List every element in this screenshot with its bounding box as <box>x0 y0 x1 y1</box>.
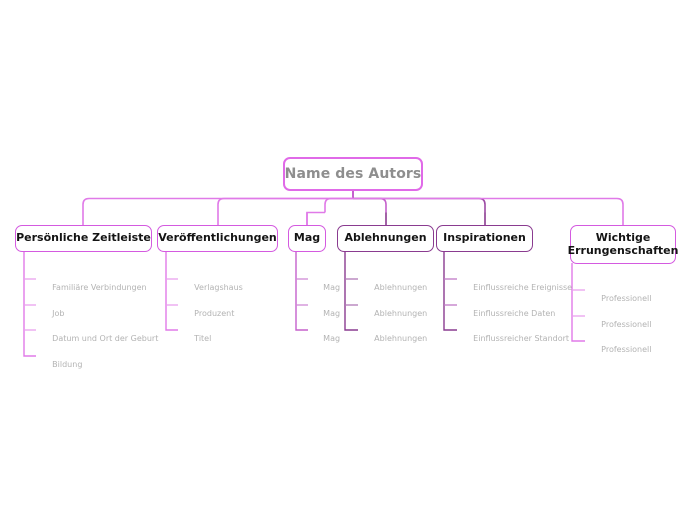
leaf-label: Familiäre Verbindungen <box>52 283 147 292</box>
bus-right-outer <box>353 197 624 213</box>
leaf-label: Datum und Ort der Geburt <box>52 334 159 343</box>
branch-label: Inspirationen <box>443 231 526 245</box>
leaf-item[interactable]: Professionell <box>591 287 652 311</box>
leaf-label: Einflussreiche Daten <box>473 309 556 318</box>
leaf-item[interactable]: Ablehnungen <box>364 302 427 326</box>
leaf-item[interactable]: Mag <box>313 327 340 351</box>
leaf-label: Ablehnungen <box>374 309 428 318</box>
leaf-item[interactable]: Ablehnungen <box>364 327 427 351</box>
branch-node-mag[interactable]: Mag <box>288 225 326 252</box>
leaf-label: Mag <box>323 283 341 292</box>
leaf-item[interactable]: Verlagshaus <box>184 276 243 300</box>
leaf-item[interactable]: Mag <box>313 276 340 300</box>
leaf-label: Ablehnungen <box>374 283 428 292</box>
spine-branch-2 <box>165 251 178 331</box>
bus-right-inner <box>353 197 486 213</box>
leaf-item[interactable]: Einflussreiche Daten <box>463 302 555 326</box>
branch-label: Ablehnungen <box>344 231 427 245</box>
branch-label: Persönliche Zeitleiste <box>16 231 151 245</box>
leaf-label: Ablehnungen <box>374 334 428 343</box>
leaf-item[interactable]: Ablehnungen <box>364 276 427 300</box>
leaf-item[interactable]: Titel <box>184 327 211 351</box>
branch-node-wichtige-errungenschaften[interactable]: Wichtige Errungenschaften <box>567 225 679 264</box>
spine-branch-3 <box>295 251 308 331</box>
leaf-label: Verlagshaus <box>194 283 243 292</box>
spine-branch-4 <box>344 251 358 331</box>
spine-branch-5 <box>443 251 457 331</box>
leaf-item[interactable]: Professionell <box>591 313 652 337</box>
branch-label: Wichtige Errungenschaften <box>567 230 679 257</box>
branch-label: Veröffentlichungen <box>158 231 277 245</box>
leaf-label: Produzent <box>194 309 235 318</box>
leaf-item[interactable]: Einflussreiche Ereignisse <box>463 276 572 300</box>
leaf-label: Mag <box>323 334 341 343</box>
leaf-item[interactable]: Professionell <box>591 338 652 362</box>
leaf-label: Professionell <box>601 294 652 303</box>
root-node[interactable]: Name des Autors <box>283 157 423 191</box>
leaf-label: Einflussreicher Standort <box>473 334 570 343</box>
branch-node-inspirationen[interactable]: Inspirationen <box>436 225 533 252</box>
leaf-item[interactable]: Job <box>42 302 65 326</box>
leaf-label: Bildung <box>52 360 83 369</box>
bus-center-left <box>324 197 353 213</box>
leaf-item[interactable]: Produzent <box>184 302 234 326</box>
branch-node-veroeffentlichungen[interactable]: Veröffentlichungen <box>157 225 278 252</box>
bus-center-right <box>353 197 387 213</box>
leaf-item[interactable]: Einflussreicher Standort <box>463 327 569 351</box>
branch-node-ablehnungen[interactable]: Ablehnungen <box>337 225 434 252</box>
leaf-label: Titel <box>194 334 212 343</box>
leaf-label: Einflussreiche Ereignisse <box>473 283 573 292</box>
leaf-item[interactable]: Datum und Ort der Geburt <box>42 327 158 351</box>
leaf-label: Professionell <box>601 345 652 354</box>
spine-branch-6 <box>571 263 585 342</box>
leaf-label: Mag <box>323 309 341 318</box>
spine-branch-1 <box>23 251 36 357</box>
bus-left-inner <box>217 197 353 213</box>
branch-label: Mag <box>293 231 321 245</box>
leaf-item[interactable]: Bildung <box>42 353 82 377</box>
branch-node-persoenliche-zeitleiste[interactable]: Persönliche Zeitleiste <box>15 225 152 252</box>
root-node-label: Name des Autors <box>284 165 422 182</box>
leaf-label: Job <box>52 309 65 318</box>
leaf-item[interactable]: Familiäre Verbindungen <box>42 276 147 300</box>
bus-left-outer <box>82 197 353 213</box>
subbus-b <box>306 211 325 226</box>
leaf-item[interactable]: Mag <box>313 302 340 326</box>
leaf-label: Professionell <box>601 320 652 329</box>
